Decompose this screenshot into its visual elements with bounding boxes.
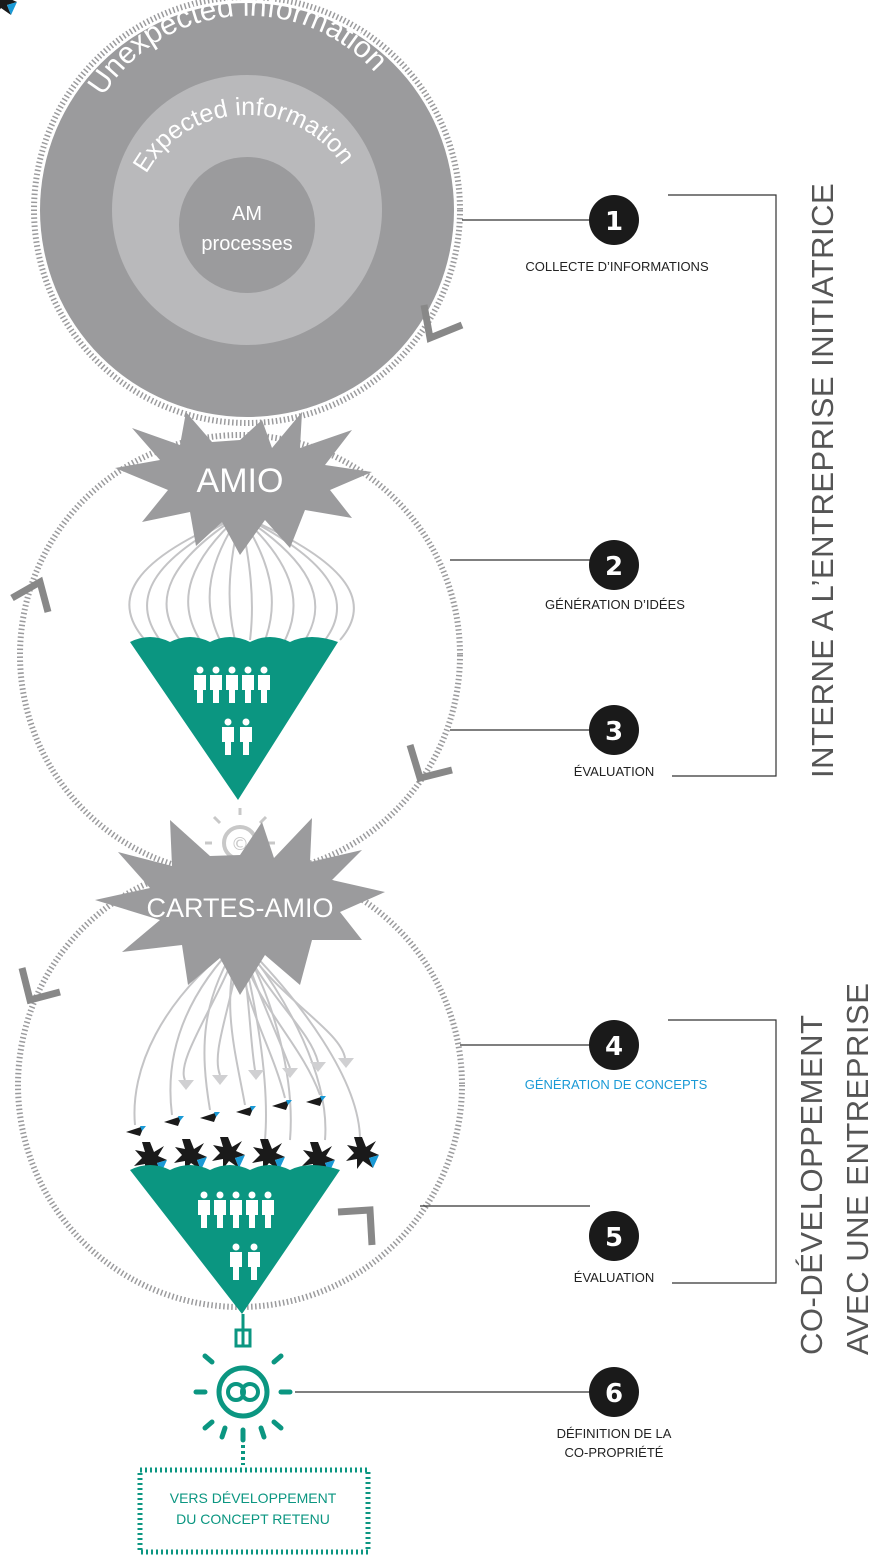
coproperty-bulb-icon (193, 1353, 293, 1443)
step-badge (589, 705, 639, 755)
step-2: 2 GÉNÉRATION D’IDÉES (545, 540, 685, 612)
arrow-chevron-icon (10, 576, 52, 613)
step-badge (589, 195, 639, 245)
processes-label: processes (201, 233, 292, 255)
step-label: GÉNÉRATION D’IDÉES (545, 597, 685, 612)
step-badge (589, 540, 639, 590)
phase-codev-line1: CO-DÉVELOPPEMENT (794, 1015, 829, 1355)
step-number: 6 (605, 1379, 623, 1409)
step-3: 3 ÉVALUATION (574, 705, 654, 779)
final-box-line2: DU CONCEPT RETENU (176, 1511, 330, 1527)
step-number: 3 (605, 717, 623, 747)
step-1: 1 COLLECTE D’INFORMATIONS (525, 195, 709, 274)
information-circles: Unexpected information Expected informat… (31, 0, 464, 426)
step-label: ÉVALUATION (574, 764, 654, 779)
step-label: GÉNÉRATION DE CONCEPTS (525, 1077, 708, 1092)
step-5: 5 ÉVALUATION (574, 1211, 654, 1285)
idea-lines (128, 514, 355, 641)
coproperty-section: VERS DÉVELOPPEMENT DU CONCEPT RETENU (137, 1314, 371, 1555)
step-number: 2 (605, 552, 623, 582)
step-label: ÉVALUATION (574, 1270, 654, 1285)
final-box-line1: VERS DÉVELOPPEMENT (170, 1490, 337, 1506)
am-processes-circle (179, 157, 315, 293)
step-number: 5 (605, 1223, 623, 1253)
arrow-chevron-icon (420, 304, 464, 343)
arrow-chevron-icon (337, 1206, 376, 1246)
arrow-chevron-icon (18, 967, 61, 1005)
evaluation-funnel-2 (130, 1165, 340, 1314)
concept-generation-cycle: CARTES-AMIO (0, 0, 465, 1314)
step-label-line2: CO-PROPRIÉTÉ (565, 1445, 664, 1460)
step-4: 4 GÉNÉRATION DE CONCEPTS (525, 1020, 708, 1092)
star-burst-icon (0, 0, 379, 1174)
step-badge (589, 1211, 639, 1261)
outer-circle-dotted-ring (31, 0, 463, 426)
idea-triangles (178, 1058, 354, 1090)
step-6: 6 DÉFINITION DE LA CO-PROPRIÉTÉ (557, 1367, 672, 1460)
idea-generation-cycle: AMIO © (0, 0, 463, 878)
amio-burst-shape (115, 412, 372, 555)
phase-codev-line2: AVEC UNE ENTREPRISE (840, 983, 875, 1355)
concept-triangles (126, 1096, 326, 1136)
step-badge (589, 1020, 639, 1070)
step-badge (589, 1367, 639, 1417)
evaluation-funnel (130, 637, 338, 800)
cartes-amio-label: CARTES-AMIO (146, 893, 333, 923)
arrow-chevron-icon (406, 743, 453, 783)
cartes-amio-burst-shape (95, 818, 385, 995)
step-number: 4 (605, 1032, 623, 1062)
phase-internal-label: INTERNE A L’ENTREPRISE INITIATRICE (805, 183, 840, 778)
am-label: AM (232, 203, 262, 225)
step-label: COLLECTE D’INFORMATIONS (525, 259, 709, 274)
step-connectors (295, 194, 777, 1393)
step-number: 1 (605, 207, 623, 237)
step-label-line1: DÉFINITION DE LA (557, 1426, 672, 1441)
amio-label: AMIO (197, 462, 284, 500)
